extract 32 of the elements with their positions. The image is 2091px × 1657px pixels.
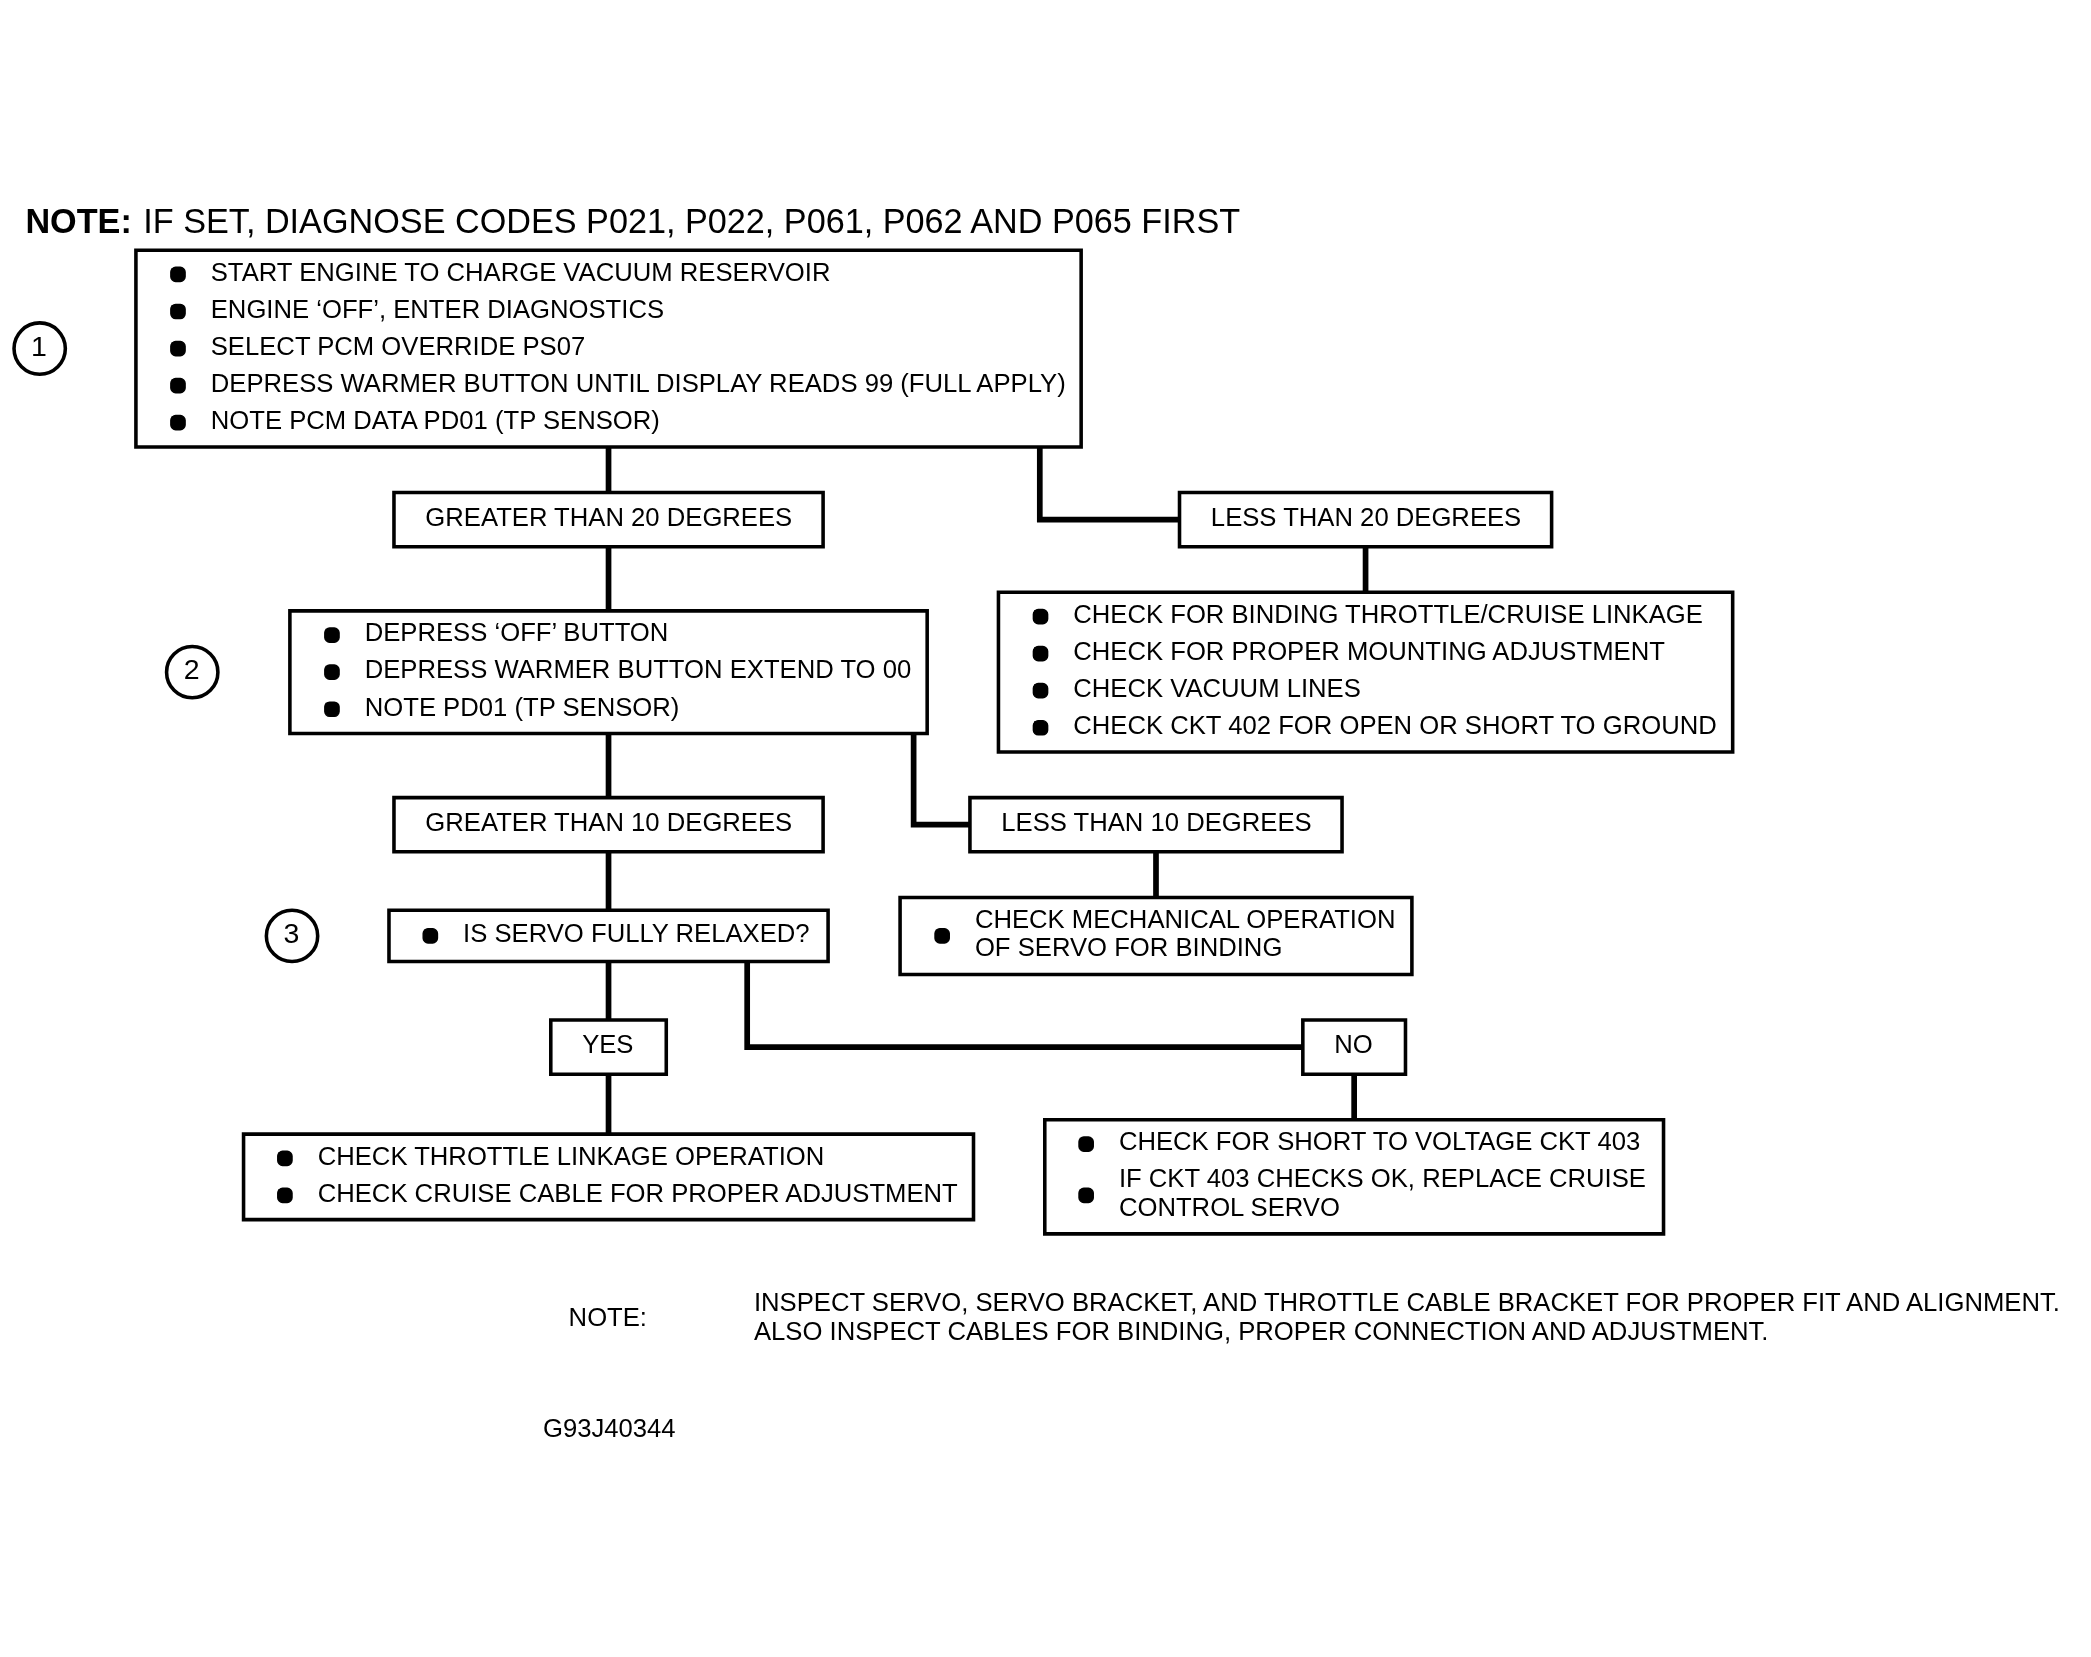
- node-box: GREATER THAN 10 DEGREES: [392, 795, 825, 854]
- diagram-title: NOTE: IF SET, DIAGNOSE CODES P021, P022, P061, P062 AND P065 FIRST: [25, 201, 1241, 240]
- connector: [605, 546, 612, 610]
- label: G93J40344: [542, 1413, 676, 1442]
- node-box: LESS THAN 20 DEGREES: [1177, 490, 1554, 548]
- connector: [910, 733, 970, 828]
- connector: [605, 733, 612, 798]
- connector: [1036, 446, 1180, 522]
- connector: [744, 961, 1303, 1050]
- node-box: LESS THAN 10 DEGREES: [968, 795, 1344, 854]
- node-circle: 3: [264, 908, 320, 963]
- node-box: DEPRESS ‘OFF’ BUTTON DEPRESS WARMER BUTTON EXTEND TO 00 NOTE PD01 (TP SENSOR): [288, 608, 929, 735]
- node-circle: 2: [164, 644, 220, 700]
- node-box: CHECK THROTTLE LINKAGE OPERATION CHECK CRUISE CABLE FOR PROPER ADJUSTMENT: [241, 1131, 976, 1221]
- connector: [1351, 1074, 1357, 1119]
- connector: [605, 446, 612, 492]
- node-box: GREATER THAN 20 DEGREES: [392, 490, 825, 548]
- connector: [605, 961, 612, 1020]
- connector: [605, 1074, 612, 1134]
- node-box: CHECK FOR SHORT TO VOLTAGE CKT 403 IF CKT 403 CHECKS OK, REPLACE CRUISE CONTROL SERVO: [1043, 1117, 1666, 1236]
- connector: [1362, 546, 1369, 592]
- connector: [605, 851, 612, 910]
- node-box: CHECK FOR BINDING THROTTLE/CRUISE LINKAGE CHECK FOR PROPER MOUNTING ADJUSTMENT CHECK VACUUM LINES CHECK CKT 402 FOR OPEN OR SHORT TO GROUND: [996, 590, 1735, 754]
- node-box: NO: [1301, 1017, 1408, 1076]
- node-box: IS SERVO FULLY RELAXED?: [387, 908, 830, 963]
- node-box: YES: [549, 1017, 669, 1076]
- connector: [1153, 851, 1159, 897]
- node-box: START ENGINE TO CHARGE VACUUM RESERVOIR ENGINE ‘OFF’, ENTER DIAGNOSTICS SELECT PCM OVERRIDE PS07 DEPRESS WARMER BUTTON UNTIL DISPLAY READS 99 (FULL APPLY) NOTE PCM DATA PD01 (TP SENSOR): [134, 247, 1083, 449]
- node-circle: 1: [12, 320, 68, 376]
- label: NOTE:: [568, 1302, 648, 1331]
- node-box: CHECK MECHANICAL OPERATION OF SERVO FOR BINDING: [898, 895, 1414, 976]
- label: INSPECT SERVO, SERVO BRACKET, AND THROTTLE CABLE BRACKET FOR PROPER FIT AND ALIGNMENT. ALSO INSPECT CABLES FOR BINDING, PROPER CONNECTION AND ADJUSTMENT.: [753, 1287, 2060, 1345]
